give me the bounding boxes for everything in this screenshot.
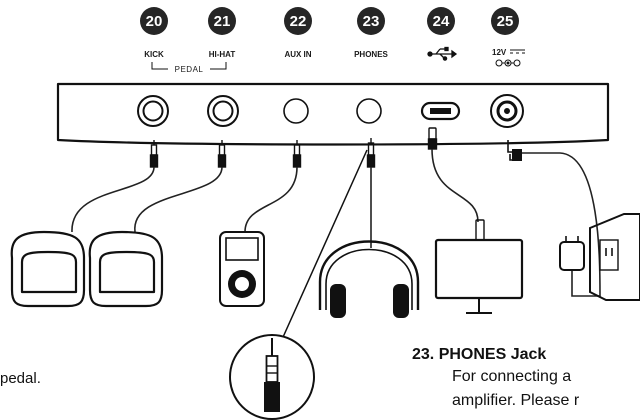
badge-25: 25 (491, 7, 519, 35)
label-hi-hat: HI-HAT (209, 50, 236, 59)
badge-20-number: 20 (146, 13, 163, 30)
jack-hi-hat (207, 95, 239, 127)
jack-phones (356, 98, 382, 124)
badge-21-number: 21 (214, 13, 231, 30)
pedal-group-label: PEDAL (175, 65, 204, 74)
caption-fragment-left: pedal. (0, 370, 41, 387)
computer-monitor (434, 219, 524, 314)
badge-23: 23 (357, 7, 385, 35)
plug-phones (366, 138, 376, 168)
badge-22-number: 22 (290, 13, 307, 30)
usb-port (420, 101, 461, 121)
badge-21: 21 (208, 7, 236, 35)
description-line-1: For connecting a (452, 368, 572, 385)
badge-20: 20 (140, 7, 168, 35)
phones-plug-callout (229, 334, 315, 420)
usb-symbol-icon (427, 46, 458, 61)
plug-power (507, 140, 522, 161)
description-line-2: amplifier. Please r (452, 392, 580, 409)
plug-usb (427, 127, 438, 150)
rear-panel (56, 82, 610, 146)
label-12v: 12V (492, 48, 507, 57)
hi-hat-pedal (88, 230, 164, 308)
kick-pedal (10, 230, 86, 308)
pedal-group-bracket (151, 62, 227, 70)
plug-aux-in (292, 140, 302, 168)
badge-23-number: 23 (363, 13, 380, 30)
headphones (318, 240, 420, 318)
power-adapter (559, 213, 640, 301)
cable-usb (431, 148, 479, 223)
badge-24: 24 (427, 7, 455, 35)
pointer-line (274, 149, 368, 356)
cable-kick (71, 166, 155, 233)
music-player (219, 231, 265, 307)
plug-hi-hat (217, 140, 227, 168)
power-jack (490, 94, 524, 128)
badge-25-number: 25 (497, 13, 514, 30)
label-phones: PHONES (354, 50, 388, 59)
cable-hi-hat (134, 166, 223, 233)
jack-aux-in (283, 98, 309, 124)
dc-power-symbol: 12V (492, 48, 525, 67)
cable-power (522, 152, 601, 297)
badge-22: 22 (284, 7, 312, 35)
label-kick: KICK (144, 50, 164, 59)
jack-kick (137, 95, 169, 127)
label-aux-in: AUX IN (284, 50, 311, 59)
cable-aux-in (244, 166, 298, 233)
section-title: 23. PHONES Jack (412, 346, 547, 363)
badge-24-number: 24 (433, 13, 450, 30)
